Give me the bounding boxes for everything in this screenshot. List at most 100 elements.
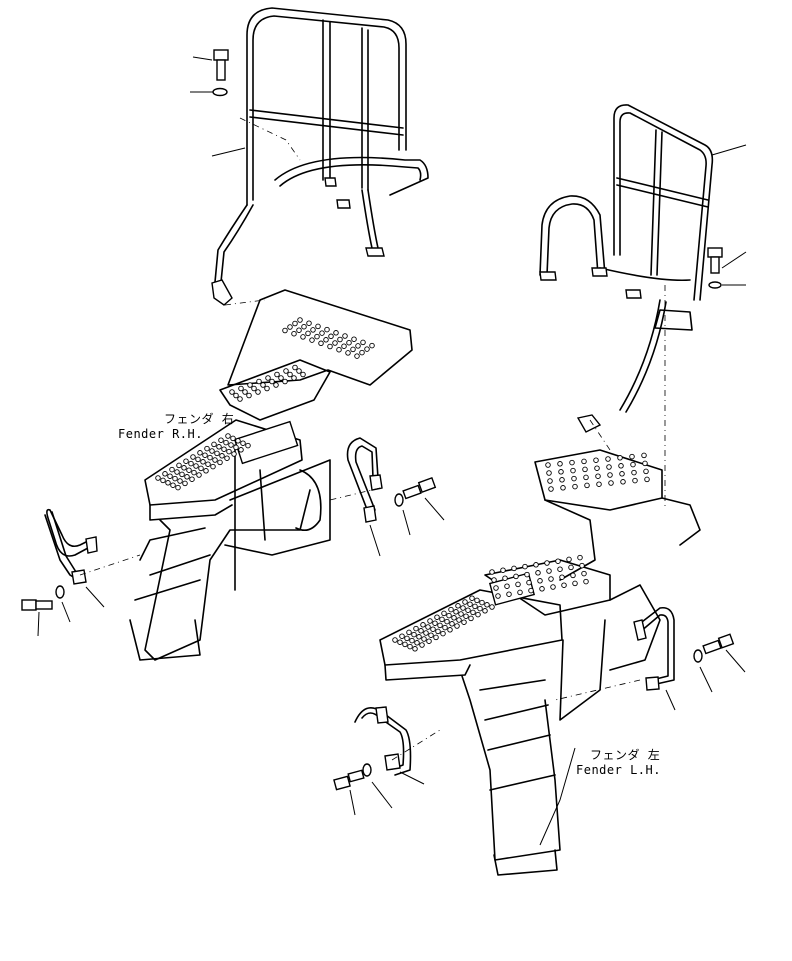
perforation-hole	[454, 623, 460, 629]
perforation-hole	[582, 466, 588, 473]
perforation-hole	[409, 637, 415, 644]
perforation-hole	[193, 463, 199, 469]
perforation-hole	[571, 475, 577, 482]
perforation-hole	[619, 471, 625, 477]
perforation-hole	[550, 584, 556, 590]
perforation-hole	[535, 570, 541, 576]
perforation-hole	[435, 628, 441, 635]
perforation-hole	[469, 595, 475, 601]
perforation-hole	[392, 637, 398, 643]
perforation-hole	[305, 330, 311, 337]
handrail-rh-front	[44, 508, 105, 608]
perforation-hole	[224, 455, 230, 461]
perforation-hole	[572, 580, 578, 587]
perforation-hole	[226, 448, 232, 455]
perforation-hole	[240, 440, 246, 446]
perforation-hole	[315, 323, 321, 330]
perforation-hole	[360, 339, 366, 346]
fender-rh-jp: フェンダ 右	[164, 412, 235, 426]
perforation-hole	[432, 620, 438, 626]
perforation-hole	[169, 466, 175, 473]
perforation-hole	[336, 346, 342, 353]
perforation-hole	[174, 469, 180, 475]
perforation-hole	[479, 599, 485, 606]
perforation-hole	[246, 392, 252, 399]
perforation-hole	[416, 634, 422, 640]
perforation-hole	[175, 484, 181, 491]
perforation-hole	[449, 621, 455, 627]
perforation-hole	[414, 640, 420, 646]
perforation-hole	[559, 574, 565, 580]
perforation-hole	[350, 346, 356, 353]
perforation-hole	[406, 629, 412, 636]
perforation-hole	[423, 630, 429, 636]
perforation-hole	[568, 564, 574, 571]
perforation-hole	[555, 558, 561, 564]
perforation-hole	[461, 619, 467, 625]
fender-rh	[129, 289, 413, 661]
perforation-hole	[419, 642, 425, 648]
perforation-hole	[583, 474, 589, 481]
perforation-hole	[629, 453, 635, 460]
perforation-hole	[642, 460, 648, 467]
perforation-hole	[247, 382, 253, 388]
perforation-hole	[558, 469, 564, 475]
perforation-hole	[172, 475, 178, 482]
perforation-hole	[407, 643, 413, 650]
perforation-hole	[426, 638, 432, 644]
perforation-hole	[209, 448, 215, 454]
fender-lh-label: フェンダ 左 Fender L.H.	[576, 748, 661, 778]
perforation-hole	[467, 601, 473, 607]
perforation-hole	[643, 468, 649, 475]
perforation-hole	[155, 475, 161, 481]
bolt-lh-rear	[693, 633, 746, 693]
perforation-hole	[420, 622, 426, 628]
perforation-hole	[411, 631, 417, 638]
perforation-hole	[434, 614, 440, 620]
perforation-hole	[260, 382, 266, 388]
perforation-hole	[425, 624, 431, 630]
perforation-hole	[225, 433, 231, 439]
perforation-hole	[238, 447, 244, 453]
perforation-hole	[318, 340, 324, 347]
perforation-hole	[265, 375, 271, 381]
perforation-hole	[570, 467, 576, 474]
perforation-hole	[319, 330, 325, 336]
perforation-hole	[355, 343, 361, 349]
perforation-hole	[618, 463, 624, 469]
perforation-hole	[399, 633, 405, 639]
perforation-hole	[287, 324, 293, 330]
perforation-hole	[211, 441, 217, 448]
perforation-hole	[301, 323, 307, 330]
perforation-hole	[442, 624, 448, 631]
perforation-hole	[606, 464, 612, 470]
perforation-hole	[342, 333, 348, 339]
perforation-hole	[441, 610, 447, 617]
perforation-hole	[547, 478, 553, 484]
perforation-hole	[522, 563, 528, 570]
perforation-hole	[197, 450, 203, 456]
leader-fender-lh	[539, 747, 576, 846]
perforation-hole	[470, 609, 476, 616]
perforation-hole	[631, 469, 637, 476]
perforation-hole	[274, 371, 280, 378]
perforation-hole	[468, 615, 474, 622]
perforation-hole	[506, 591, 512, 597]
perforation-hole	[205, 461, 211, 467]
perforation-hole	[593, 457, 599, 463]
perforation-hole	[212, 457, 218, 463]
perforation-hole	[235, 438, 241, 444]
perforation-hole	[489, 604, 495, 610]
perforation-hole	[561, 582, 567, 588]
perforation-hole	[559, 477, 565, 483]
handrail-rh-rear	[346, 437, 383, 557]
perforation-hole	[437, 622, 443, 629]
perforation-hole	[548, 486, 554, 492]
perforation-hole	[446, 612, 452, 619]
perforation-hole	[607, 472, 613, 478]
perforation-hole	[332, 340, 338, 346]
perforation-hole	[644, 476, 650, 483]
perforation-hole	[475, 611, 481, 618]
perforation-hole	[165, 480, 171, 486]
